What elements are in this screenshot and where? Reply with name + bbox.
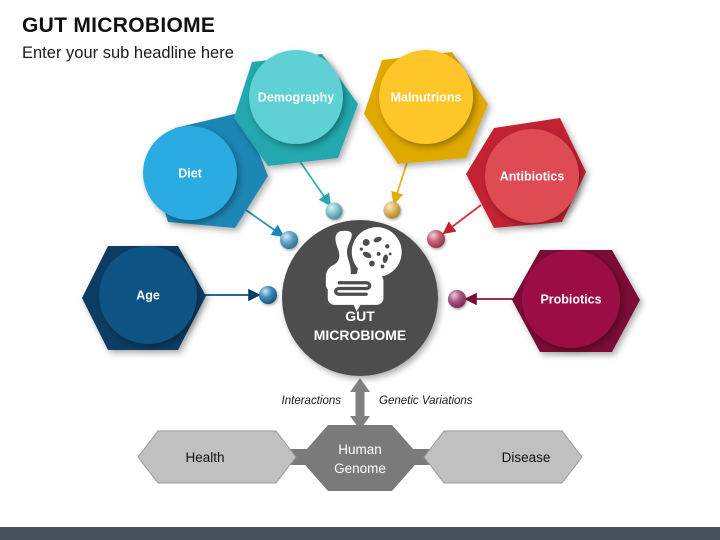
health-hexagon: [137, 430, 297, 484]
factor-node-probiotics[interactable]: Probiotics: [512, 250, 640, 352]
outcome-human-genome[interactable]: Human Genome: [299, 425, 421, 491]
vertical-double-arrow: [350, 378, 370, 430]
outcome-health[interactable]: Health: [137, 430, 297, 484]
connector-dot-antibiotics: [427, 230, 445, 248]
connector-dot-demography: [325, 202, 343, 220]
center-label-line2: MICROBIOME: [314, 327, 407, 343]
age-circle: [99, 246, 197, 344]
connector-dot-malnutrions: [383, 201, 401, 219]
center-label-line1: GUT: [345, 308, 375, 324]
connector-line-diet: [242, 207, 285, 238]
disease-hexagon: [423, 430, 583, 484]
malnutrions-circle: [379, 50, 473, 144]
center-hub[interactable]: GUT MICROBIOME: [282, 220, 438, 376]
demography-circle: [249, 50, 343, 144]
annotation-genetic-variations: Genetic Variations: [379, 395, 473, 407]
header-block: GUT MICROBIOME Enter your sub headline h…: [22, 14, 522, 64]
connector-line-antibiotics: [442, 204, 482, 235]
gut-microbiome-icon: [325, 227, 402, 312]
disease-label: Disease: [502, 450, 551, 465]
footer-bar: [0, 527, 720, 540]
human-genome-hexagon: [299, 425, 421, 491]
page-subtitle: Enter your sub headline here: [22, 44, 234, 63]
human-genome-label-line1: Human: [338, 442, 382, 457]
annotation-interactions: Interactions: [282, 395, 342, 407]
connector-dot-probiotics: [448, 290, 466, 308]
factor-node-age[interactable]: Age: [82, 246, 206, 350]
factor-node-demography[interactable]: Demography: [234, 50, 358, 166]
connector-dot-age: [259, 286, 277, 304]
connector-dots: [259, 201, 466, 308]
connector-dot-diet: [280, 231, 298, 249]
probiotics-circle: [522, 250, 620, 348]
human-genome-label-line2: Genome: [334, 461, 386, 476]
outcome-disease[interactable]: Disease: [423, 430, 583, 484]
factor-node-malnutrions[interactable]: Malnutrions: [364, 50, 488, 164]
health-label: Health: [185, 450, 224, 465]
antibiotics-circle: [485, 129, 579, 223]
diet-circle: [143, 126, 237, 220]
page-title: GUT MICROBIOME: [22, 14, 216, 37]
factor-node-antibiotics[interactable]: Antibiotics: [466, 118, 586, 228]
